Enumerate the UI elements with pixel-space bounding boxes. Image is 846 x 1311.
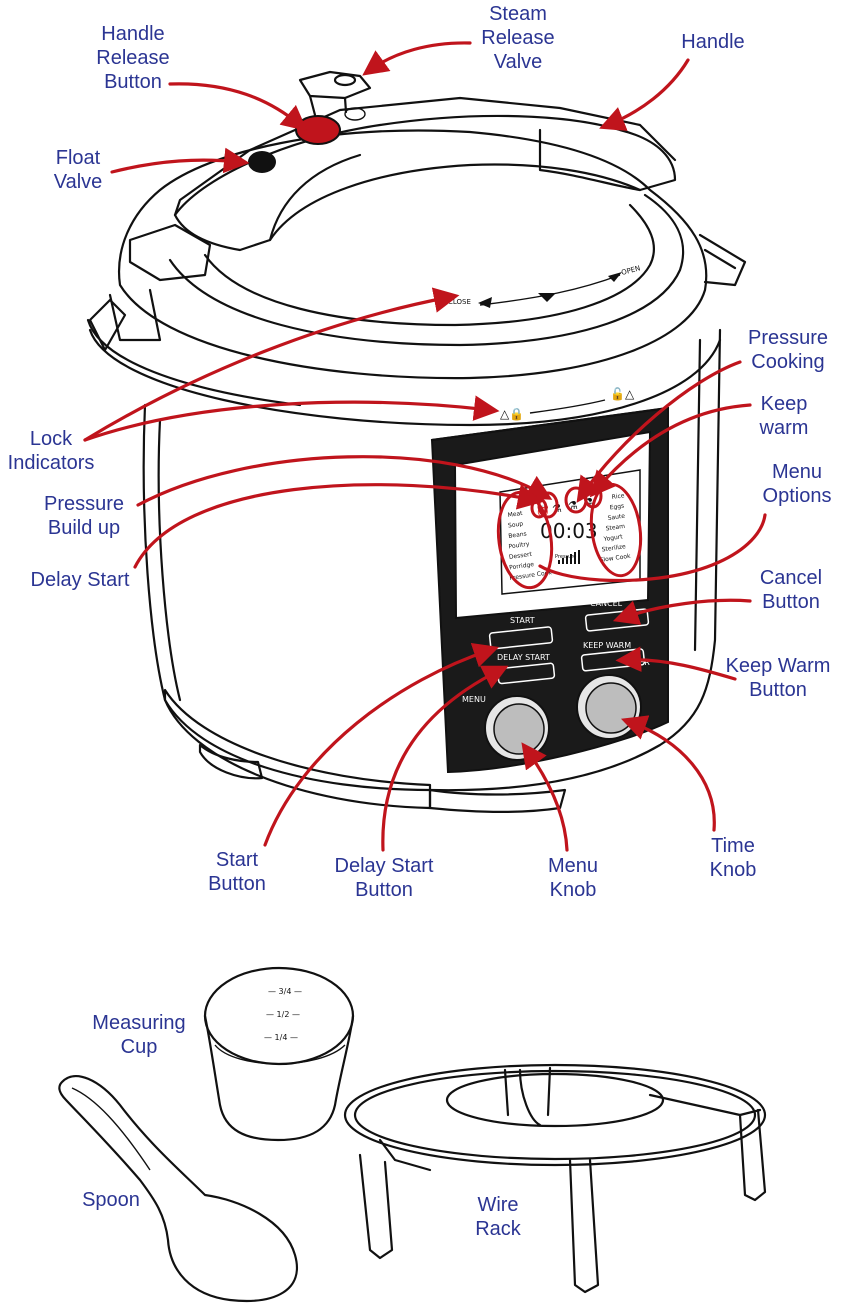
- menu-left-item: Meat: [507, 510, 523, 519]
- lid-open-text: OPEN: [620, 264, 641, 277]
- pressure-text: Pressure: [555, 554, 576, 560]
- label-menu-knob: Menu Knob: [547, 855, 599, 901]
- lid-close-text: CLOSE: [448, 298, 471, 306]
- menu-right-item: Sterilize: [601, 543, 626, 553]
- menu-right-item: Yogurt: [602, 533, 623, 543]
- spoon: [58, 1075, 298, 1302]
- cooker-body: CLOSE OPEN △🔒 🔓△: [86, 70, 747, 813]
- start-text: START: [510, 616, 535, 625]
- label-handle: Handle: [681, 31, 745, 53]
- menu-right-item: Saute: [607, 513, 625, 522]
- delay-start-text: DELAY START: [497, 653, 550, 662]
- callout-arrows: [83, 41, 767, 852]
- label-spoon: Spoon: [82, 1189, 140, 1211]
- menu-text: MENU: [462, 695, 486, 704]
- menu-right-item: Rice: [611, 492, 625, 501]
- menu-right-item: Slow Cook: [599, 553, 631, 564]
- label-lock-indicators: Lock Indicators: [7, 428, 95, 474]
- control-panel: ⏰ ⚗ ⚗ ⚗ 00:03 Pressure MeatSoupBeansPoul…: [430, 406, 670, 774]
- label-steam-release-valve: Steam Release Valve: [481, 3, 555, 73]
- label-menu-options: Menu Options: [762, 461, 832, 507]
- menu-right-item: Eggs: [609, 503, 624, 512]
- menu-left-item: Porridge: [509, 561, 535, 571]
- cup-marks: — 3/4 — — 1/2 — — 1/4 —: [264, 987, 302, 1042]
- measuring-cup: — 3/4 — — 1/2 — — 1/4 —: [203, 966, 355, 1142]
- svg-text:🔓△: 🔓△: [610, 387, 635, 401]
- menu-left-item: Beans: [508, 530, 527, 539]
- cup-mark-label: — 1/2 —: [266, 1010, 300, 1019]
- label-wire-rack: Wire Rack: [475, 1194, 521, 1240]
- label-delay-start: Delay Start: [30, 569, 130, 591]
- label-float-valve: Float Valve: [53, 147, 103, 193]
- label-cancel-button: Cancel Button: [759, 567, 823, 613]
- menu-left-item: Dessert: [509, 551, 533, 561]
- menu-left-item: Soup: [508, 520, 524, 529]
- label-pressure-cooking: Pressure Cooking: [747, 327, 829, 373]
- label-delay-start-button: Delay Start Button: [334, 855, 434, 901]
- label-measuring-cup: Measuring Cup: [92, 1012, 186, 1058]
- keep-warm-text: KEEP WARM: [583, 641, 631, 650]
- label-time-knob: Time Knob: [709, 835, 757, 881]
- label-handle-release-button: Handle Release Button: [96, 23, 170, 93]
- menu-left-item: Poultry: [508, 541, 530, 551]
- svg-text:△🔒: △🔒: [500, 407, 524, 421]
- label-pressure-build-up: Pressure Build up: [43, 493, 125, 539]
- cancel-text: CANCEL: [590, 599, 623, 608]
- svg-text:⚗: ⚗: [568, 499, 578, 512]
- label-keep-warm: Keep warm: [759, 393, 809, 439]
- wire-rack: [343, 1063, 767, 1294]
- cup-mark-label: — 1/4 —: [264, 1033, 298, 1042]
- menu-right-item: Steam: [605, 523, 625, 533]
- label-start-button: Start Button: [208, 849, 266, 895]
- cup-mark-label: — 3/4 —: [268, 987, 302, 996]
- label-keep-warm-button: Keep Warm Button: [725, 655, 831, 701]
